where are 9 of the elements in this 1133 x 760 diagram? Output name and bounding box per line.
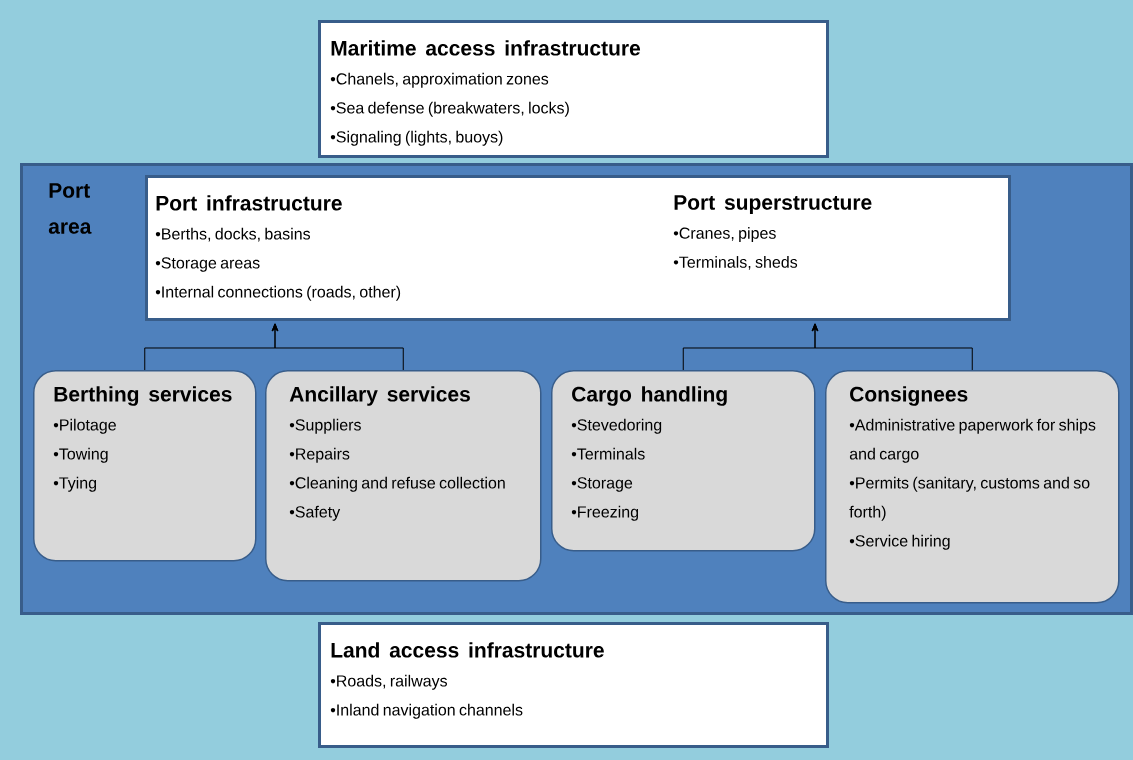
service-box: Ancillary services •Suppliers •Repairs •Cleaning and refuse collection •Safety xyxy=(265,370,542,582)
content-box: Maritime access infrastructure •Chanels, approximation zones •Sea defense (breakwaters, locks) •Signaling (lights, buoys) xyxy=(318,20,829,158)
content-box: Port infrastructure •Berths, docks, basins •Storage areas •Internal connections (roads, other) Port superstructure •Cranes, pipes •Terminals, sheds xyxy=(145,175,1011,321)
content-box: Land access infrastructure •Roads, railways •Inland navigation channels xyxy=(318,622,829,748)
connector-arrow xyxy=(271,323,404,371)
service-box: Consignees •Administrative paperwork for ships and cargo •Permits (sanitary, customs and so forth) •Service hiring xyxy=(825,370,1120,604)
service-box: Berthing services •Pilotage •Towing •Tying xyxy=(33,370,257,562)
service-box: Cargo handling •Stevedoring •Terminals •Storage •Freezing xyxy=(551,370,816,552)
connector-arrow xyxy=(811,323,973,371)
